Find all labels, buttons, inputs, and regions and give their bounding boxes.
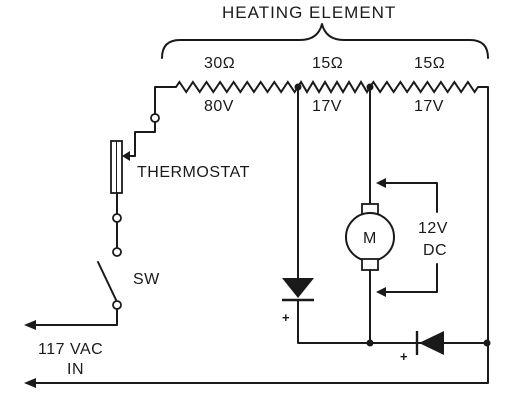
resistor-30-ohm bbox=[175, 80, 299, 94]
right-return-wire bbox=[29, 86, 489, 384]
resistor-1-ohms: 30Ω bbox=[204, 55, 235, 72]
input-label-line2: IN bbox=[67, 361, 84, 378]
motor-voltage-line1: 12V bbox=[418, 220, 448, 237]
resistor-15-ohm-b bbox=[369, 80, 479, 94]
switch-blade bbox=[97, 261, 118, 303]
thermostat-contact-arm bbox=[127, 147, 136, 157]
arrow-left-icon bbox=[376, 287, 386, 297]
junction-dot bbox=[366, 339, 374, 347]
motor-voltage-line2: DC bbox=[423, 242, 447, 259]
terminal-icon bbox=[112, 213, 122, 223]
resistor-3-volts: 17V bbox=[414, 98, 444, 115]
arrow-left-icon bbox=[376, 178, 386, 188]
diagram-title: HEATING ELEMENT bbox=[222, 3, 396, 22]
switch-top-contact-icon bbox=[112, 247, 122, 257]
voltage-indicator-top bbox=[381, 182, 438, 213]
thermostat-label: THERMOSTAT bbox=[137, 164, 250, 181]
left-lead-wire bbox=[154, 86, 177, 115]
thermostat-top-wire bbox=[134, 121, 156, 149]
input-hot-wire bbox=[29, 308, 118, 326]
diode-2-polarity: + bbox=[400, 349, 408, 364]
switch-bottom-contact-icon bbox=[112, 300, 122, 310]
motor-label: M bbox=[363, 230, 377, 247]
resistor-3-ohms: 15Ω bbox=[414, 55, 445, 72]
diode-1-polarity: + bbox=[282, 310, 290, 325]
resistor-15-ohm-a bbox=[297, 80, 371, 94]
junction-dot bbox=[483, 339, 491, 347]
motor-brush-bottom bbox=[361, 258, 379, 271]
terminal-icon bbox=[150, 113, 160, 123]
resistor-1-volts: 80V bbox=[204, 98, 234, 115]
arrow-left-icon bbox=[24, 378, 36, 388]
thermostat-contact-arrow-icon bbox=[122, 151, 130, 161]
heating-element-brace bbox=[161, 23, 489, 59]
resistor-2-ohms: 15Ω bbox=[312, 55, 343, 72]
diode-2-icon bbox=[419, 331, 444, 355]
input-label-line1: 117 VAC bbox=[38, 341, 103, 358]
diode-1-icon bbox=[282, 278, 314, 298]
switch-label: SW bbox=[133, 271, 160, 288]
voltage-indicator-bottom bbox=[381, 263, 438, 293]
arrow-left-icon bbox=[24, 320, 36, 330]
resistor-2-volts: 17V bbox=[312, 98, 342, 115]
